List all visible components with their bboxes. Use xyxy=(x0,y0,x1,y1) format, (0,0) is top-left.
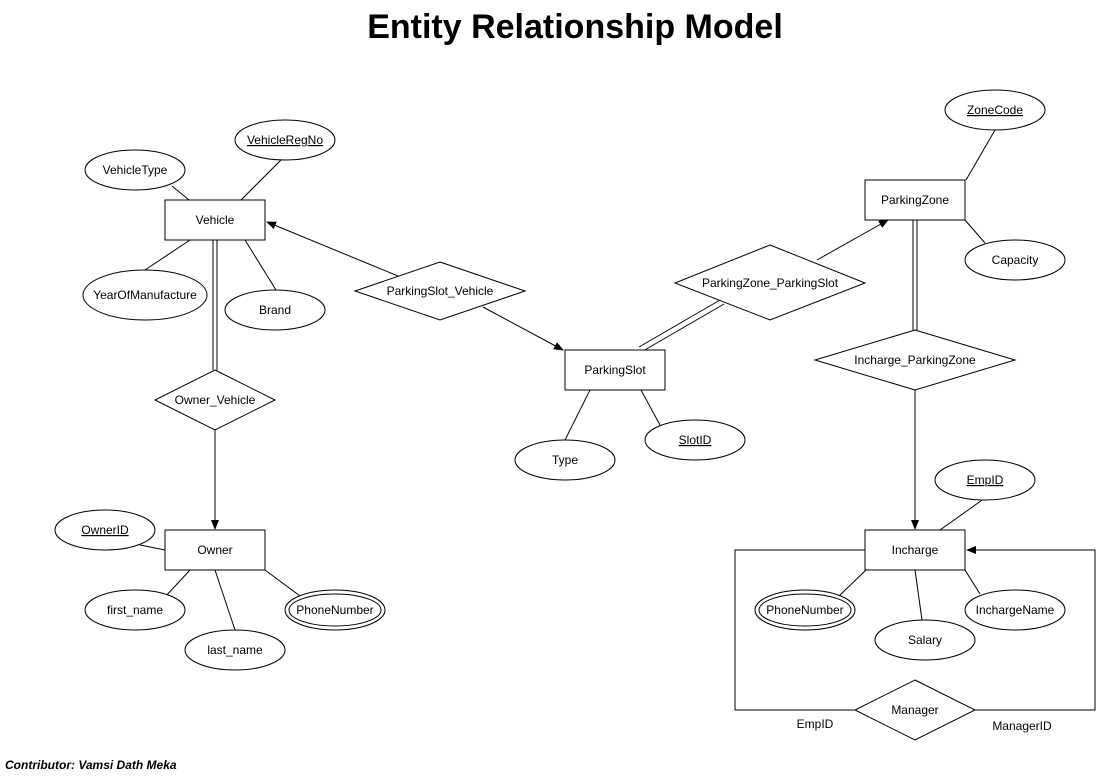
entity-incharge-box xyxy=(864,529,966,571)
attribute-inchargename-label: InchargeName xyxy=(976,603,1055,617)
relationship-owner-vehicle[interactable]: Owner_Vehicle xyxy=(153,369,277,431)
multivalued-inner-ring xyxy=(758,593,852,627)
inchargename-connector xyxy=(964,569,981,595)
entity-parkingslot-box xyxy=(564,349,666,391)
psv-to-vehicle-arrow xyxy=(266,221,399,277)
entity-incharge[interactable]: Incharge xyxy=(864,529,966,571)
entity-parkingzone[interactable]: ParkingZone xyxy=(864,179,966,221)
attribute-inchargename[interactable]: InchargeName xyxy=(964,589,1066,631)
attribute-type-label: Type xyxy=(552,453,578,467)
entity-vehicle-box xyxy=(164,199,266,241)
relationship-incharge-parkingzone[interactable]: Incharge_ParkingZone xyxy=(813,329,1017,391)
attribute-first-name[interactable]: first_name xyxy=(84,589,186,631)
role-label-empid: EmpID xyxy=(797,717,834,731)
attribute-brand-label: Brand xyxy=(259,303,291,317)
entity-parkingzone-box xyxy=(864,179,966,221)
attribute-yearofmanufacture[interactable]: YearOfManufacture xyxy=(82,269,208,321)
attribute-capacity[interactable]: Capacity xyxy=(964,239,1066,281)
attribute-vehicleregno-label: VehicleRegNo xyxy=(247,133,323,147)
attribute-ownerid-label: OwnerID xyxy=(81,523,129,537)
entity-vehicle[interactable]: Vehicle xyxy=(164,199,266,241)
attribute-last-name-label: last_name xyxy=(207,643,263,657)
attribute-slotid[interactable]: SlotID xyxy=(644,419,746,461)
pzps-to-parkingzone-arrow xyxy=(816,219,889,261)
entity-owner-box xyxy=(164,529,266,571)
relationship-parkingzone-parkingslot-label: ParkingZone_ParkingSlot xyxy=(702,276,839,290)
firstname-connector xyxy=(164,569,191,598)
salary-connector xyxy=(914,569,923,621)
vehicletype-connector xyxy=(171,185,190,201)
vehicleregno-connector xyxy=(240,156,285,201)
attribute-vehicletype[interactable]: VehicleType xyxy=(84,149,186,191)
attribute-last-name[interactable]: last_name xyxy=(184,629,286,671)
diagram-title: Entity Relationship Model xyxy=(367,8,783,46)
attribute-vehicleregno[interactable]: VehicleRegNo xyxy=(234,119,336,161)
incharge-phone-connector xyxy=(837,569,867,598)
slotid-connector xyxy=(640,389,661,426)
attribute-ownerid[interactable]: OwnerID xyxy=(54,509,156,551)
entity-parkingslot-label: ParkingSlot xyxy=(584,363,646,377)
attribute-brand[interactable]: Brand xyxy=(224,289,326,331)
relationship-parkingslot-vehicle-label: ParkingSlot_Vehicle xyxy=(387,284,494,298)
brand-connector xyxy=(244,239,277,291)
entity-parkingslot[interactable]: ParkingSlot xyxy=(564,349,666,391)
attribute-vehicletype-label: VehicleType xyxy=(103,163,168,177)
manager-managerid-arrow xyxy=(966,546,1096,711)
relationship-owner-vehicle-label: Owner_Vehicle xyxy=(175,393,256,407)
attribute-slotid-label: SlotID xyxy=(679,433,712,447)
attribute-owner-phonenumber[interactable]: PhoneNumber xyxy=(284,589,386,631)
relationship-parkingzone-parkingslot[interactable]: ParkingZone_ParkingSlot xyxy=(673,244,867,321)
attribute-empid-label: EmpID xyxy=(967,473,1004,487)
owner-phone-connector xyxy=(264,569,301,597)
pzps-double-b xyxy=(642,303,725,352)
relationship-parkingzone-parkingslot-diamond xyxy=(673,244,867,321)
relationship-owner-vehicle-diamond xyxy=(153,369,277,431)
pzps-double-a xyxy=(638,299,721,348)
entity-vehicle-label: Vehicle xyxy=(196,213,235,227)
relationship-incharge-parkingzone-diamond xyxy=(813,329,1017,391)
attribute-zonecode[interactable]: ZoneCode xyxy=(944,89,1046,131)
entity-owner[interactable]: Owner xyxy=(164,529,266,571)
relationship-parkingslot-vehicle-diamond xyxy=(353,261,527,321)
empid-connector xyxy=(939,497,986,531)
attribute-type[interactable]: Type xyxy=(514,439,616,481)
ownerid-connector xyxy=(139,544,166,551)
role-label-managerid: ManagerID xyxy=(992,719,1052,733)
relationship-incharge-parkingzone-label: Incharge_ParkingZone xyxy=(854,353,976,367)
entity-owner-label: Owner xyxy=(197,543,232,557)
attribute-incharge-phonenumber-label: PhoneNumber xyxy=(766,603,843,617)
multivalued-inner-ring xyxy=(288,593,382,627)
relationship-manager[interactable]: Manager xyxy=(853,679,977,741)
manager-empid-line xyxy=(734,549,865,711)
attribute-salary-label: Salary xyxy=(908,633,942,647)
attribute-owner-phonenumber-label: PhoneNumber xyxy=(296,603,373,617)
capacity-connector xyxy=(964,219,986,244)
entity-parkingzone-label: ParkingZone xyxy=(881,193,949,207)
lastname-connector xyxy=(214,569,236,631)
yearofmanufacture-connector xyxy=(144,239,191,271)
type-connector xyxy=(564,389,591,441)
attribute-capacity-label: Capacity xyxy=(992,253,1039,267)
psv-to-parkingslot-arrow xyxy=(482,306,564,351)
attribute-salary[interactable]: Salary xyxy=(874,619,976,661)
attribute-empid[interactable]: EmpID xyxy=(934,459,1036,501)
attribute-yearofmanufacture-label: YearOfManufacture xyxy=(93,288,197,302)
relationship-parkingslot-vehicle[interactable]: ParkingSlot_Vehicle xyxy=(353,261,527,321)
relationship-manager-label: Manager xyxy=(891,703,938,717)
connectors xyxy=(139,129,1096,711)
attribute-zonecode-label: ZoneCode xyxy=(967,103,1023,117)
relationship-manager-diamond xyxy=(853,679,977,741)
contributor-credit: Contributor: Vamsi Dath Meka xyxy=(5,758,177,772)
entity-incharge-label: Incharge xyxy=(892,543,939,557)
attribute-first-name-label: first_name xyxy=(107,603,163,617)
attribute-incharge-phonenumber[interactable]: PhoneNumber xyxy=(754,589,856,631)
zonecode-connector xyxy=(965,129,996,181)
